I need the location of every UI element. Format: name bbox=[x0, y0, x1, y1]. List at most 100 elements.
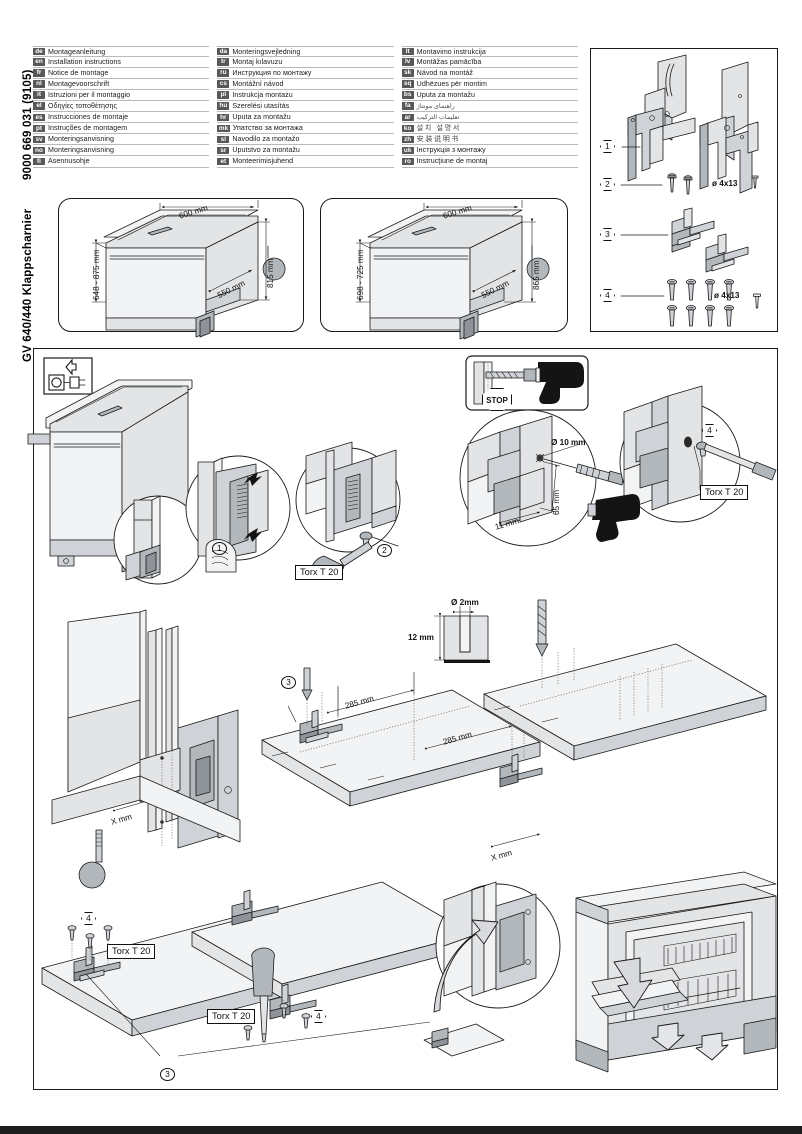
parts-list-panel bbox=[590, 48, 778, 332]
language-title-text: Montageanleitung bbox=[48, 47, 106, 56]
language-title-text: Instrukcja montażu bbox=[232, 91, 293, 100]
language-code-badge: da bbox=[217, 47, 230, 56]
language-code-badge: el bbox=[33, 102, 45, 111]
installation-steps-panel bbox=[33, 348, 778, 1090]
language-code-badge: et bbox=[217, 157, 230, 166]
step-callout-2: 2 bbox=[377, 544, 392, 557]
language-title-text: 설치 설명서 bbox=[416, 124, 461, 133]
language-title-text: Notice de montage bbox=[48, 69, 109, 78]
language-title-text: Monteringsvejledning bbox=[232, 47, 301, 56]
dim2-range: 698 - 725 mm bbox=[356, 249, 365, 300]
parts-callout-1: 1 bbox=[600, 140, 615, 153]
language-title-text: Οδηγίες τοποθέτησης bbox=[48, 102, 117, 111]
language-title-text: Asennusohje bbox=[48, 157, 90, 166]
language-code-badge: sv bbox=[33, 135, 45, 144]
language-code-badge: sr bbox=[217, 146, 230, 155]
language-title-text: Инструкция по монтажу bbox=[232, 69, 312, 78]
torx-label-step4: Torx T 20 bbox=[700, 485, 749, 500]
language-code-badge: uk bbox=[401, 146, 414, 155]
language-title-text: Інструкція з монтажу bbox=[416, 146, 486, 155]
step-callout-3-bottom: 3 bbox=[160, 1068, 175, 1081]
language-title-text: Monteerimisjuhend bbox=[232, 157, 294, 166]
language-code-badge: ar bbox=[401, 113, 414, 122]
language-code-badge: nl bbox=[33, 80, 45, 88]
language-title-text: Instrucţiune de montaj bbox=[416, 157, 488, 166]
language-code-badge: de bbox=[33, 47, 45, 56]
torx-label-board-left: Torx T 20 bbox=[107, 944, 156, 959]
model-designation: GV 640/440 Klappscharnier bbox=[22, 208, 34, 362]
language-code-badge: bs bbox=[401, 91, 414, 99]
language-title-text: Installation instructions bbox=[48, 58, 122, 67]
language-title-text: Упатство за монтажа bbox=[232, 124, 303, 133]
language-title-text: Montážní návod bbox=[232, 80, 284, 89]
language-code-badge: fr bbox=[33, 69, 45, 77]
language-code-badge: lv bbox=[401, 58, 414, 66]
footer-rule bbox=[0, 1126, 802, 1134]
language-title-text: Navodilo za montažo bbox=[232, 135, 300, 144]
language-title-text: Uputa za montažu bbox=[416, 91, 476, 100]
language-code-badge: hr bbox=[217, 113, 230, 122]
language-code-badge: it bbox=[33, 91, 45, 99]
dim1-height: 815 mm bbox=[266, 258, 275, 288]
language-title-text: راهنمای مونتاژ bbox=[416, 103, 455, 111]
language-code-badge: sq bbox=[401, 80, 414, 88]
parts-callout-2: 2 bbox=[600, 178, 615, 191]
step-callout-4-board: 4 bbox=[81, 912, 96, 925]
language-code-badge: sl bbox=[217, 135, 230, 144]
language-title-text: Monteringsanvisning bbox=[48, 135, 115, 144]
screw-spec-2: ø 4x13 bbox=[712, 179, 738, 188]
step-callout-4-top: 4 bbox=[702, 424, 717, 437]
pilot-diameter-label: Ø 2mm bbox=[451, 598, 479, 607]
language-title-text: Instrucciones de montaje bbox=[48, 113, 129, 122]
language-code-badge: ko bbox=[401, 124, 414, 133]
parts-callout-4: 4 bbox=[600, 289, 615, 302]
language-code-badge: en bbox=[33, 58, 45, 66]
stop-warning-icon: STOP bbox=[482, 388, 512, 411]
language-code-badge: lt bbox=[401, 47, 414, 56]
step-callout-1: 1 bbox=[212, 542, 227, 555]
language-title-text: Istruzioni per il montaggio bbox=[48, 91, 131, 100]
language-code-badge: es bbox=[33, 113, 45, 122]
language-title-text: Návod na montáž bbox=[416, 69, 474, 78]
language-title-text: Montavimo instrukcija bbox=[416, 47, 486, 56]
language-title-text: 安装说明书 bbox=[416, 135, 461, 144]
language-title-text: Montāžas pamācība bbox=[416, 58, 482, 67]
language-code-badge: zh bbox=[401, 135, 414, 144]
spine-identifiers: 9000 669 031 (9105) GV 640/440 Klappscha… bbox=[4, 40, 34, 362]
step-callout-4-board-right: 4 bbox=[311, 1010, 326, 1023]
language-code-badge: fa bbox=[401, 102, 414, 111]
language-code-badge: pt bbox=[33, 124, 45, 133]
pilot-depth-label: 12 mm bbox=[408, 633, 434, 642]
